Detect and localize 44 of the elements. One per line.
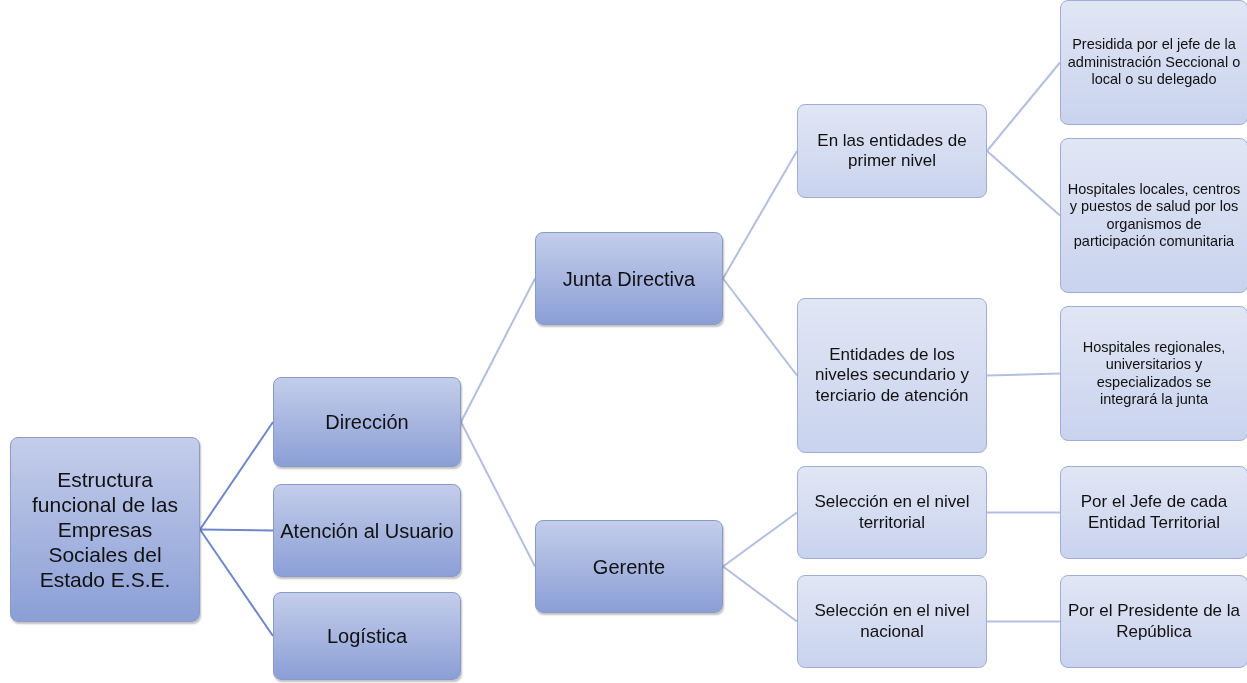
process-box — [1060, 138, 1247, 293]
connector-line — [986, 150, 1061, 217]
box-label: Hospitales regionales, universitarios y especializados se integrará la junta — [1081, 338, 1227, 409]
box-label: Junta Directiva — [562, 266, 696, 291]
box-label: Presidida por el jefe de la administración Seccional o local o su delegado — [1067, 36, 1241, 89]
connector-line — [199, 528, 274, 532]
connector-line — [722, 511, 798, 568]
connector-line — [722, 277, 798, 377]
process-box — [10, 437, 200, 622]
box-label: Gerente — [592, 554, 666, 579]
box-label: Por el Presidente de la República — [1067, 601, 1241, 642]
process-box — [535, 520, 723, 613]
process-box — [273, 592, 461, 680]
process-box — [1060, 306, 1247, 441]
box-label: Atención al Usuario — [280, 518, 454, 543]
box-label: Selección en el nivel nacional — [813, 601, 971, 642]
process-box — [273, 484, 461, 577]
box-label: Dirección — [325, 410, 409, 434]
connector-line — [986, 372, 1061, 377]
box-label: Estructura funcional de las Empresas Sociales del Estado E.S.E. — [31, 466, 179, 593]
process-box — [1060, 0, 1247, 125]
box-label: Entidades de los niveles secundario y terciario de atención — [814, 344, 970, 407]
connector-line — [986, 620, 1061, 623]
box-label: Por el Jefe de cada Entidad Territorial — [1079, 492, 1229, 533]
connector-line — [199, 421, 274, 531]
connector-line — [722, 565, 798, 623]
box-label: En las entidades de primer nivel — [816, 130, 968, 172]
process-box — [797, 104, 987, 198]
box-label: Selección en el nivel territorial — [813, 492, 971, 533]
connector-line — [460, 421, 536, 568]
connector-line — [986, 511, 1061, 514]
process-box — [535, 232, 723, 325]
process-box — [1060, 466, 1247, 559]
process-box — [797, 575, 987, 668]
connector-line — [986, 61, 1061, 152]
box-label: Logística — [326, 624, 408, 648]
box-label: Hospitales locales, centros y puestos de salud por los organismos de participación comunitaria — [1067, 180, 1241, 251]
connector-line — [460, 277, 536, 423]
process-box — [273, 377, 461, 467]
process-box — [797, 466, 987, 559]
process-box — [1060, 575, 1247, 668]
process-box — [797, 298, 987, 453]
connector-line — [199, 528, 274, 637]
connector-line — [722, 150, 798, 280]
